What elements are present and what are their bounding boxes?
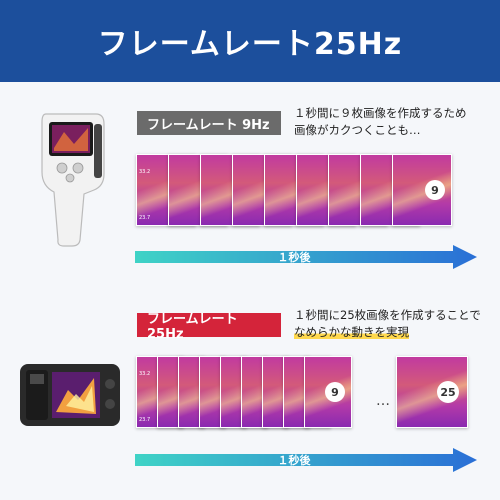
arrow-9hz-icon — [135, 245, 477, 269]
scale-min-label: 23.7 — [139, 417, 151, 423]
arrow-25hz-container: １秒後 — [135, 448, 477, 472]
frame-number: 9 — [425, 180, 445, 200]
desc-25hz-line1: １秒間に25枚画像を作成することで — [294, 308, 481, 322]
desc-25hz-highlight: なめらかな動きを実現 — [294, 325, 409, 339]
arrow-9hz-label: １秒後 — [277, 251, 311, 264]
arrow-25hz-icon — [135, 448, 477, 472]
frame-9: 9 — [392, 154, 452, 226]
frame-9: 9 — [304, 356, 352, 428]
header-banner: フレームレート25Hz — [0, 0, 500, 82]
page-title: フレームレート25Hz — [97, 27, 403, 62]
desc-9hz-line2: 画像がカクつくことも… — [294, 123, 421, 137]
desc-9hz-line1: １秒間に９枚画像を作成するため — [294, 106, 467, 120]
badge-9hz: フレームレート 9Hz — [137, 111, 281, 135]
arrow-25hz-label: １秒後 — [277, 454, 311, 467]
frames-ellipsis: … — [376, 393, 392, 409]
frame-number: 25 — [437, 381, 459, 403]
badge-25hz: フレームレート25Hz — [137, 312, 281, 342]
arrow-9hz-container: １秒後 — [135, 245, 477, 269]
frame-25: 25 — [396, 356, 468, 428]
scale-max-label: 33.2 — [139, 371, 151, 377]
thermal-gun-camera-icon — [41, 113, 105, 247]
frame-number: 9 — [325, 382, 345, 402]
scale-max-label: 33.2 — [139, 169, 151, 175]
desc-9hz: １秒間に９枚画像を作成するため 画像がカクつくことも… — [294, 105, 494, 139]
thermal-box-camera-icon — [20, 364, 120, 426]
scale-min-label: 23.7 — [139, 215, 151, 221]
desc-25hz: １秒間に25枚画像を作成することで なめらかな動きを実現 — [294, 307, 494, 341]
